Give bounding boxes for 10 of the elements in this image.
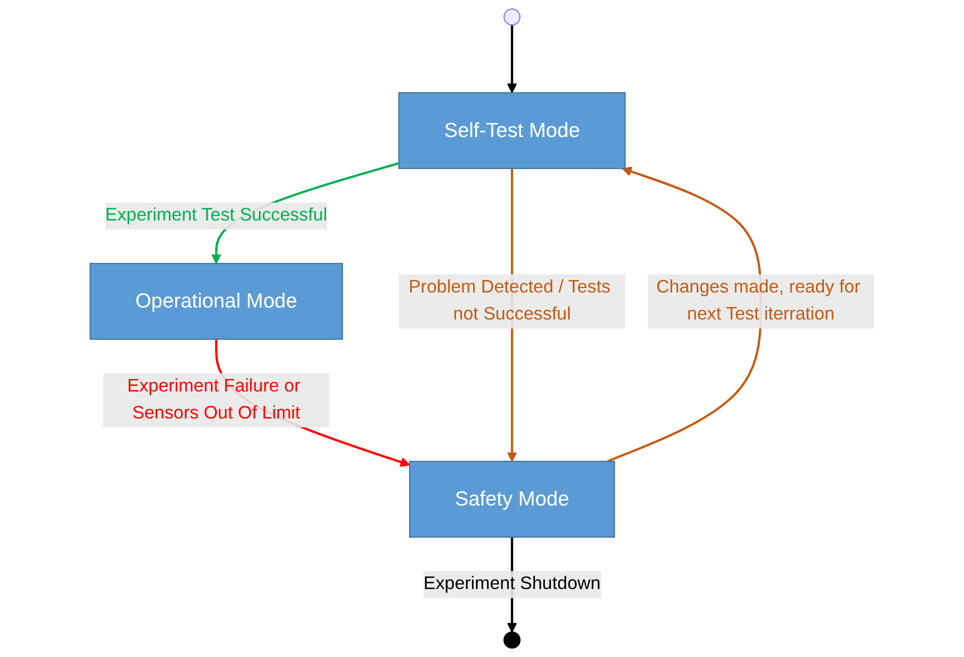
edge-label: Problem Detected / Tests not Successful xyxy=(408,278,610,324)
node-box: Operational Mode xyxy=(90,262,343,340)
edge-label: Experiment Test Successful xyxy=(105,206,328,226)
arrow xyxy=(507,24,517,94)
node-box: Self-Test Mode xyxy=(398,92,626,170)
node-box: Safety Mode xyxy=(409,460,615,538)
edge-label: Experiment Failure or Sensors Out Of Limit xyxy=(127,376,300,423)
edge-label: Changes made, ready for next Test iterration xyxy=(656,278,860,324)
edge-label: Experiment Shutdown xyxy=(424,574,601,594)
node-circle xyxy=(504,8,520,26)
